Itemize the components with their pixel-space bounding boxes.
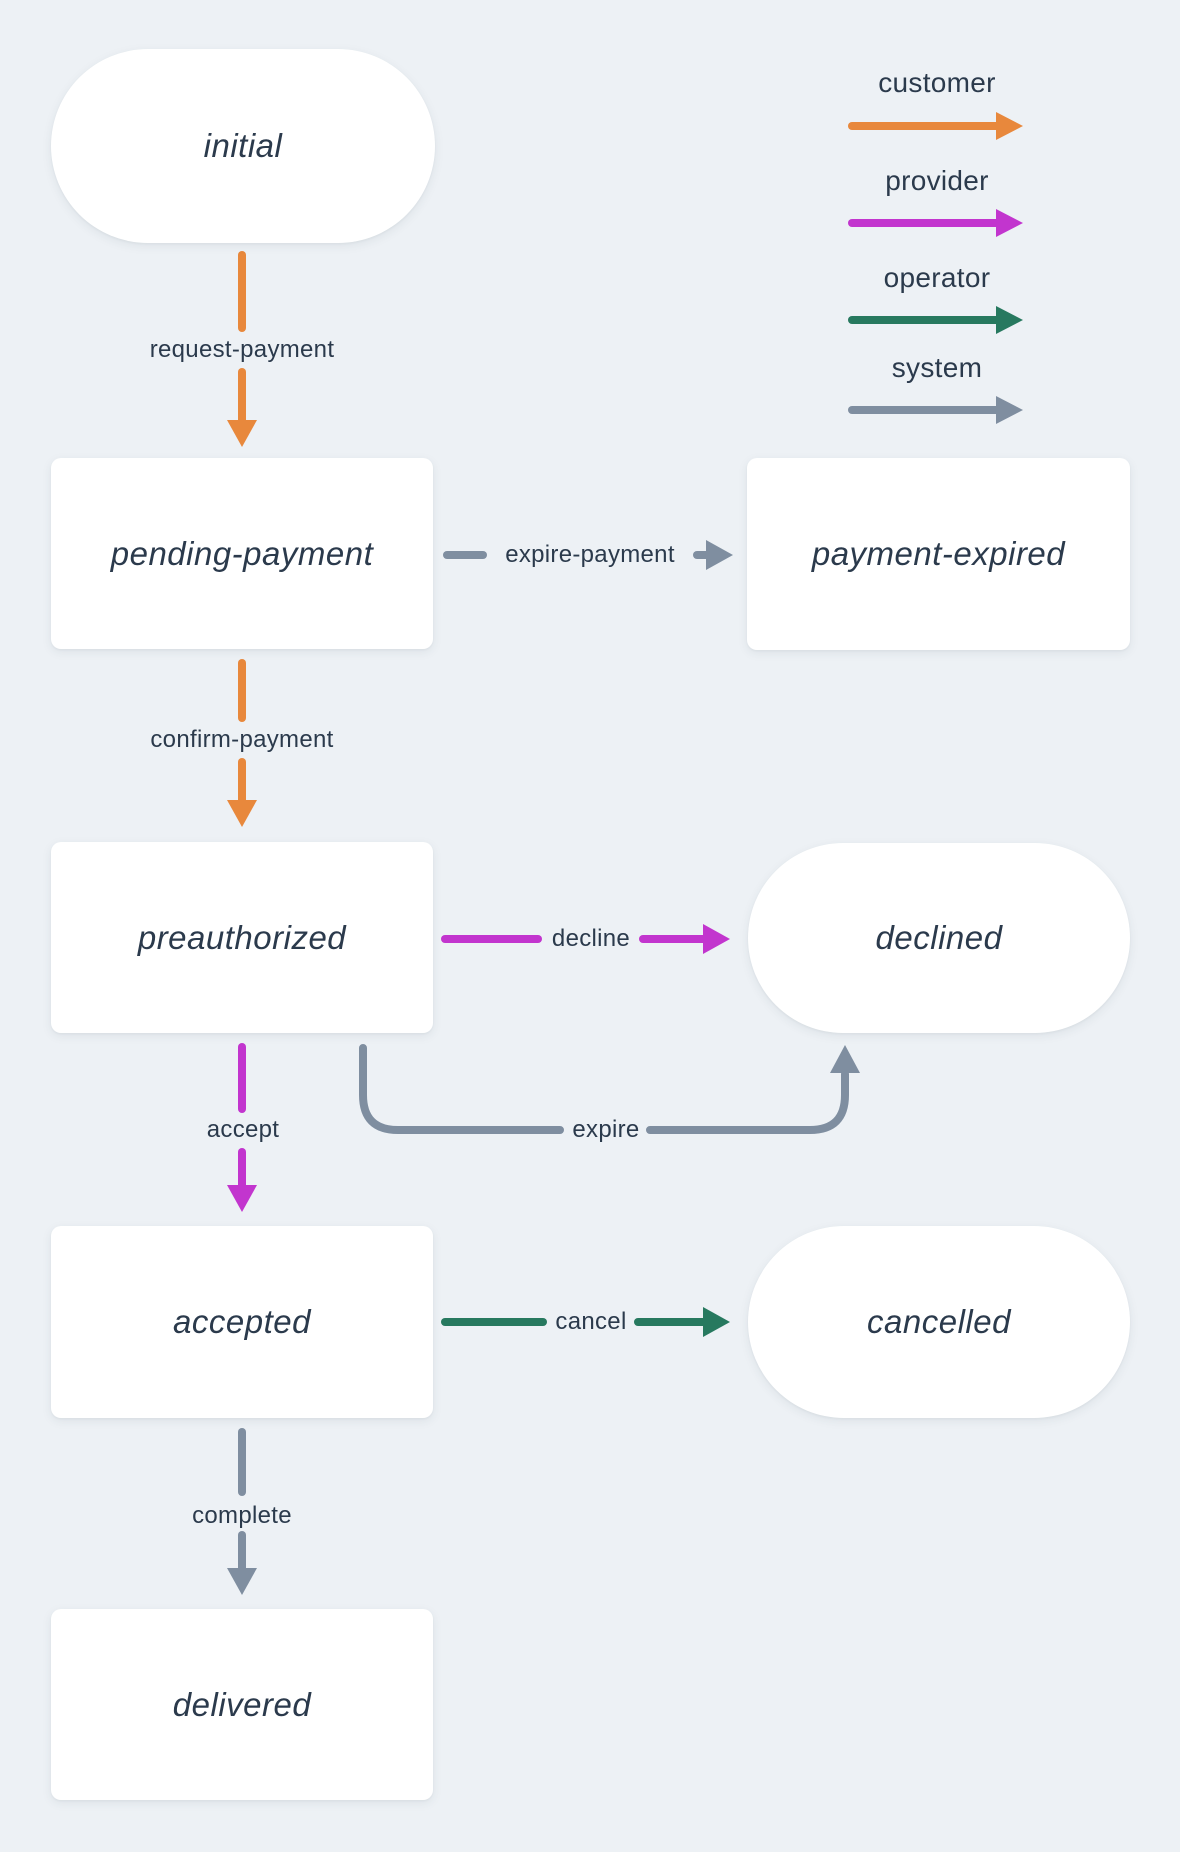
- edge-confirm-payment: [227, 659, 257, 827]
- edge-complete: [227, 1428, 257, 1595]
- state-initial: initial: [51, 49, 435, 243]
- legend-arrow-provider-icon: [848, 209, 1023, 237]
- legend-arrow-system-icon: [848, 396, 1023, 424]
- transition-label-expire-payment: expire-payment: [505, 541, 675, 568]
- edge-expire: [359, 1044, 860, 1134]
- arrowhead-down-icon: [227, 1185, 257, 1212]
- legend-arrow-customer-icon: [848, 112, 1023, 140]
- legend-label-customer: customer: [878, 67, 996, 98]
- transition-label-confirm-payment: confirm-payment: [150, 726, 334, 753]
- arrowhead-down-icon: [227, 420, 257, 447]
- transition-label-decline: decline: [551, 925, 631, 952]
- transition-label-expire: expire: [572, 1116, 640, 1143]
- state-accepted: accepted: [51, 1226, 433, 1418]
- state-delivered: delivered: [51, 1609, 433, 1800]
- state-preauthorized: preauthorized: [51, 842, 433, 1033]
- legend-label-system: system: [891, 352, 983, 383]
- arrowhead-down-icon: [227, 800, 257, 827]
- edge-request-payment: [227, 251, 257, 447]
- transition-label-accept: accept: [206, 1116, 280, 1143]
- legend-label-operator: operator: [883, 262, 991, 293]
- legend-arrow-operator-icon: [848, 306, 1023, 334]
- arrowhead-right-icon: [706, 540, 733, 570]
- legend-label-provider: provider: [885, 165, 989, 196]
- state-pending-payment: pending-payment: [51, 458, 433, 649]
- edge-accept: [227, 1043, 257, 1212]
- transition-label-cancel: cancel: [555, 1308, 627, 1335]
- state-cancelled: cancelled: [748, 1226, 1130, 1418]
- arrowhead-up-icon: [830, 1045, 860, 1073]
- edge-decline: [441, 924, 730, 954]
- arrowhead-right-icon: [703, 924, 730, 954]
- edge-cancel: [441, 1307, 730, 1337]
- arrowhead-right-icon: [703, 1307, 730, 1337]
- state-declined: declined: [748, 843, 1130, 1033]
- state-payment-expired: payment-expired: [747, 458, 1130, 650]
- transition-label-request-payment: request-payment: [149, 336, 335, 363]
- transition-label-complete: complete: [192, 1502, 292, 1529]
- edge-expire-payment: [443, 540, 733, 570]
- arrowhead-down-icon: [227, 1568, 257, 1595]
